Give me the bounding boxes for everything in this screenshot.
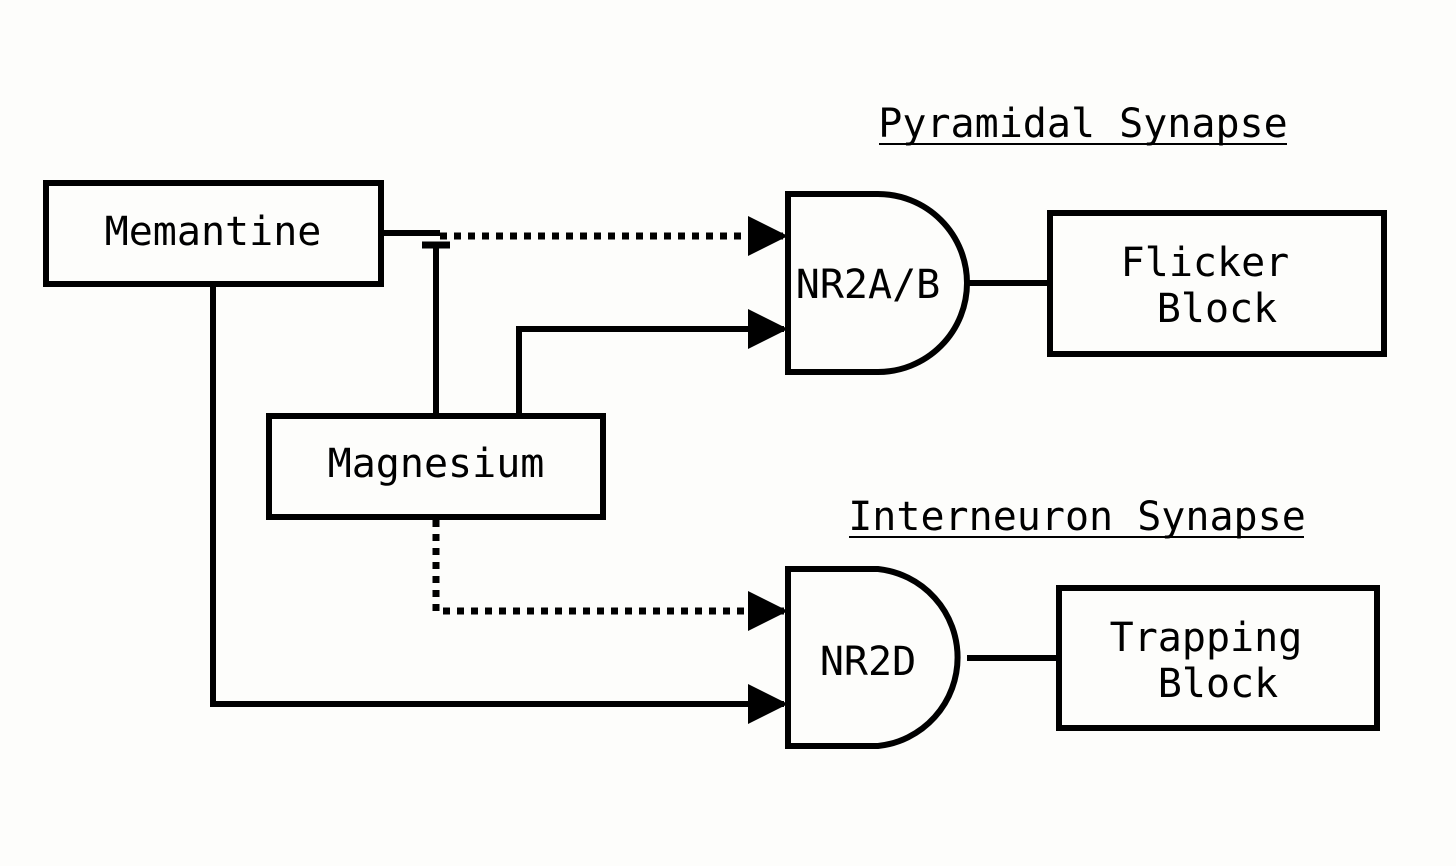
nr2d-label: NR2D	[820, 639, 916, 685]
interneuron-synapse-title: Interneuron Synapse	[848, 494, 1306, 540]
flicker-block-label: Flicker Block	[1121, 240, 1314, 332]
memantine-nr2d-arrow	[210, 284, 788, 724]
trapping-block-label: Trapping Block	[1110, 615, 1327, 707]
magnesium-nr2ab-arrow	[516, 309, 788, 416]
nr2ab-receptor-shape	[785, 191, 970, 375]
flicker-line-1: Flicker	[1121, 240, 1290, 286]
magnesium-nr2d-dotted-arrow	[432, 520, 788, 631]
magnesium-label: Magnesium	[328, 441, 545, 487]
flicker-line-2: Block	[1157, 286, 1277, 332]
nr2ab-label: NR2A/B	[796, 262, 941, 308]
pyramidal-synapse-title: Pyramidal Synapse	[878, 101, 1287, 147]
trapping-line-2: Block	[1158, 661, 1278, 707]
nr2d-receptor-shape	[785, 566, 961, 749]
trapping-line-1: Trapping	[1110, 615, 1303, 661]
memantine-label: Memantine	[105, 209, 322, 255]
